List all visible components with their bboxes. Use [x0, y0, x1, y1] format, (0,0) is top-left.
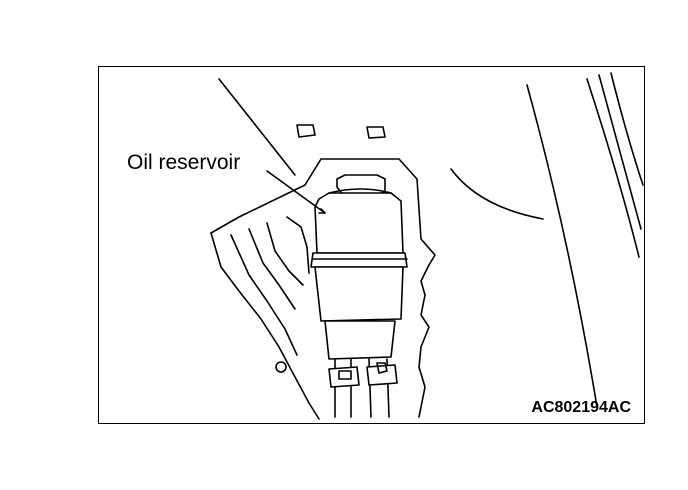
callout-leader	[266, 170, 326, 214]
hose-clamp-left	[328, 366, 360, 388]
figure-code: AC802194AC	[531, 399, 631, 416]
hose-clamp-left-tab	[338, 370, 352, 380]
clip-tab-right	[366, 126, 386, 139]
fender-curve	[450, 168, 544, 220]
figure-frame: Oil reservoir AC802194AC	[98, 66, 645, 424]
bracket-inner-2	[248, 228, 296, 310]
clip-tab-left	[296, 124, 316, 138]
reservoir-lower-body	[314, 266, 404, 322]
body-line-3	[598, 74, 642, 230]
bracket-inner-3	[266, 222, 304, 286]
mounting-bracket	[210, 158, 436, 418]
oil-reservoir-label: Oil reservoir	[127, 151, 241, 174]
bracket-bolt-hole	[275, 361, 287, 373]
bracket-inner-1	[230, 234, 298, 356]
hose-clamp-right-tab	[376, 362, 388, 374]
background-line	[218, 78, 296, 176]
body-line-1	[526, 84, 598, 408]
reservoir-upper-body	[314, 192, 404, 254]
reservoir-outlet	[324, 320, 396, 360]
body-line-2	[586, 78, 640, 258]
line-drawing	[210, 72, 644, 420]
reservoir-neck-rim	[328, 188, 392, 194]
reservoir-cap	[336, 174, 386, 196]
bracket-left-edge	[210, 232, 320, 420]
bracket-fold	[286, 216, 310, 274]
reservoir-band	[310, 252, 408, 268]
hose-clamp-right	[366, 364, 398, 386]
body-line-4	[610, 72, 644, 186]
callout-arrow-tip	[318, 208, 326, 214]
